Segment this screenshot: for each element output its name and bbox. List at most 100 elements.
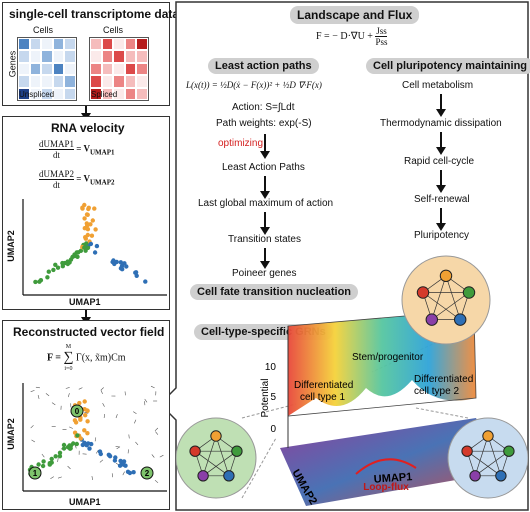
- field-arrow: [151, 454, 155, 458]
- least-action-title: Least action paths: [208, 58, 319, 74]
- lap-step-2: Transition states: [228, 234, 301, 245]
- diff2-label-b: cell type 2: [414, 386, 459, 397]
- nucleation-title: Cell fate transition nucleation: [190, 284, 359, 300]
- vf-ylabel: UMAP2: [5, 418, 16, 450]
- cell-dot: [51, 267, 56, 273]
- grn-edge: [431, 275, 447, 320]
- cell-dot: [131, 470, 136, 475]
- matrix-cell: [29, 38, 42, 51]
- connector-left: [241, 403, 297, 419]
- cell-dot: [61, 442, 67, 448]
- velocity-ylabel: UMAP2: [5, 230, 16, 262]
- grn-node: [439, 269, 453, 283]
- cell-dot: [92, 206, 97, 211]
- lap-arrow-3: [260, 248, 270, 269]
- cell-dot: [118, 260, 124, 265]
- lap-step-1: Last global maximum of action: [198, 198, 334, 209]
- eq2-sub: UMAP2: [89, 178, 115, 187]
- cell-dot: [121, 462, 126, 467]
- grn-edge: [474, 450, 510, 477]
- cell-dot: [83, 235, 88, 240]
- connector-left-2: [241, 437, 277, 499]
- field-arrow: [65, 387, 70, 389]
- cell-dot: [57, 454, 63, 459]
- matrix-cell: [64, 50, 76, 63]
- field-arrow: [31, 439, 36, 443]
- matrix-cell: [124, 62, 137, 76]
- cell-dot: [33, 279, 38, 285]
- grn-edge: [202, 450, 238, 477]
- flux-equation: F = − D·∇U + Jss Pss: [316, 26, 388, 47]
- field-arrow: [30, 425, 34, 429]
- cell-dot: [112, 458, 118, 463]
- cell-dot: [86, 441, 91, 446]
- vf-eq-body: Γ(x, x̃m)Cm: [75, 352, 126, 364]
- field-arrow: [124, 391, 126, 396]
- loop-flux-path: [355, 458, 417, 475]
- genes-label: Genes: [7, 50, 18, 78]
- cell-dot: [88, 241, 94, 247]
- landscape-floor: [280, 418, 502, 506]
- cell-dot: [57, 450, 63, 455]
- grn-node: [469, 470, 481, 482]
- field-arrow: [100, 387, 104, 391]
- matrix-cell: [113, 62, 125, 76]
- cell-dot: [84, 221, 90, 226]
- matrix-cell: [52, 62, 65, 76]
- flux-eq-main: F = − D·∇U +: [316, 30, 376, 42]
- field-arrow: [99, 459, 104, 463]
- vector-field-eq: F = M ∑ i=0 Γ(x, x̃m)Cm: [47, 343, 126, 373]
- grn-node: [189, 445, 201, 457]
- vector-field-panel: Reconstructed vector field F = M ∑ i=0 Γ…: [2, 320, 170, 510]
- attractor-2-label: 2: [145, 469, 150, 478]
- eq2-rhs: = V: [76, 173, 90, 184]
- cpm-step-3: Self-renewal: [414, 194, 470, 205]
- cpm-step-0: Cell metabolism: [402, 80, 474, 91]
- cpm-arrow-2: [436, 170, 446, 193]
- grn-type2: [447, 417, 528, 499]
- vector-field-title: Reconstructed vector field: [13, 325, 165, 339]
- cell-dot: [85, 419, 90, 424]
- field-arrow: [134, 419, 137, 424]
- grn-node: [197, 470, 209, 482]
- spliced-label: Spliced: [91, 90, 118, 99]
- matrix-cell: [101, 38, 114, 51]
- cpm-arrow-1: [436, 132, 446, 155]
- cell-dot: [75, 433, 80, 438]
- cpm-step-1: Thermodynamic dissipation: [380, 118, 502, 129]
- cells-label-unspliced: Cells: [33, 25, 54, 35]
- grn-edge: [487, 435, 502, 476]
- grn-node: [503, 445, 515, 457]
- matrix-cell: [29, 62, 42, 76]
- velocity-eq2: dUMAP2 dt = VUMAP2: [39, 169, 114, 190]
- matrix-cell: [64, 75, 76, 88]
- matrix-cell: [29, 50, 42, 63]
- cell-dot: [124, 264, 129, 269]
- matrix-cell: [124, 38, 137, 51]
- cpm-arrow-0: [436, 94, 446, 117]
- field-arrow: [50, 476, 54, 479]
- cell-dot: [38, 278, 44, 283]
- field-arrow: [155, 431, 159, 435]
- cell-dot: [112, 261, 117, 267]
- cell-dot: [111, 258, 116, 263]
- unspliced-label: Unspliced: [19, 90, 55, 99]
- pluripotency-title: Cell pluripotency maintaining: [366, 58, 530, 74]
- grn-node: [461, 445, 473, 457]
- field-arrow: [150, 385, 155, 389]
- field-arrow: [144, 398, 148, 403]
- cell-dot: [82, 245, 87, 250]
- matrix-cell: [90, 38, 102, 51]
- cell-dot: [55, 265, 61, 270]
- lap-arrow-0: [260, 134, 270, 159]
- field-arrow: [135, 441, 139, 446]
- matrix-cell: [136, 62, 148, 76]
- diff2-label-a: Differentiated: [414, 374, 473, 385]
- matrix-cell: [52, 75, 65, 88]
- cells-label-spliced: Cells: [103, 25, 124, 35]
- cpm-step-2: Rapid cell-cycle: [404, 156, 475, 167]
- grn-node: [462, 286, 476, 299]
- attractor-0-label: 0: [75, 407, 80, 416]
- matrix-cell: [136, 75, 148, 88]
- cell-dot: [82, 216, 87, 221]
